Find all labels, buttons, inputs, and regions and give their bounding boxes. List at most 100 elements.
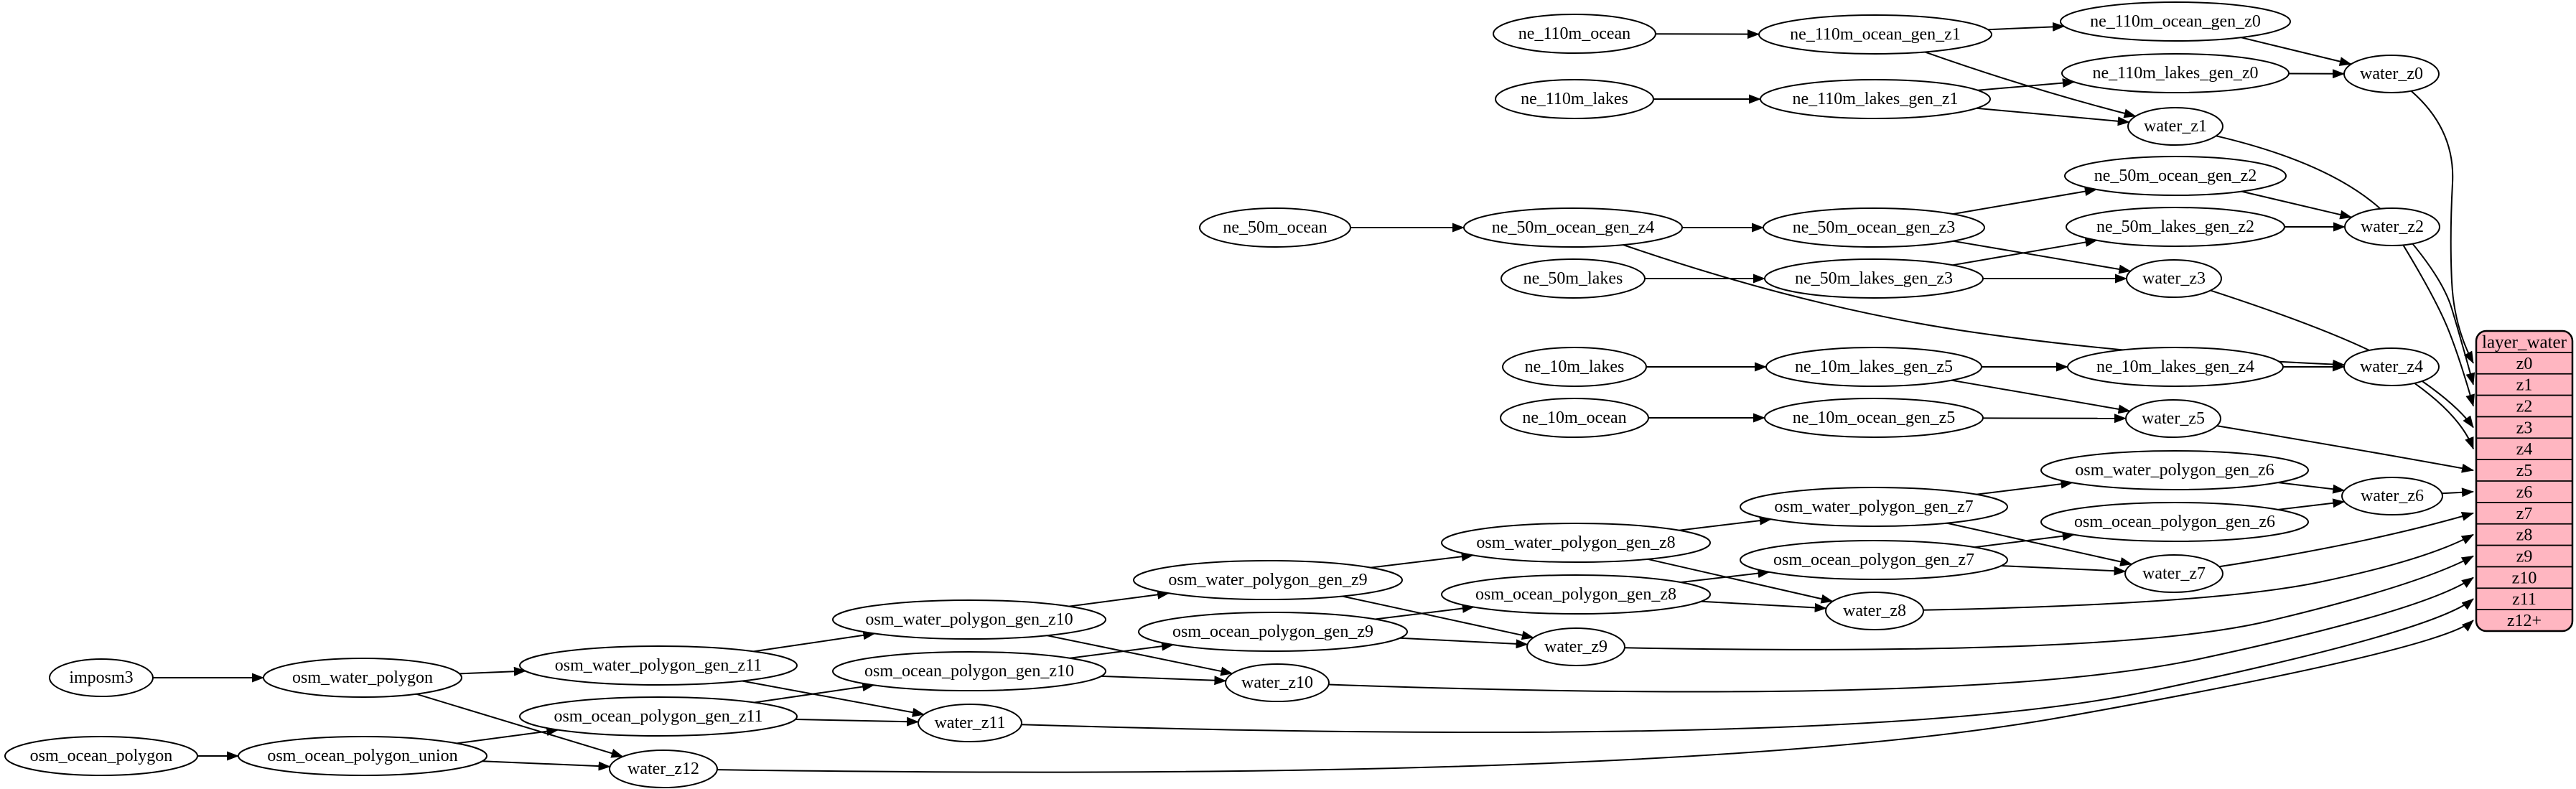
table-row-label-z1: z1	[2516, 376, 2533, 395]
node-ellipse-osm_ocean_polygon_gen_z10	[832, 651, 1106, 691]
node-label-ne_10m_ocean_gen_z5: ne_10m_ocean_gen_z5	[1793, 408, 1956, 427]
edge-osm_water_polygon_gen_z11-to-water_z11	[742, 680, 925, 717]
edge-water_z12-to-layer_water-z12+	[717, 620, 2474, 773]
nodes-layer: ne_110m_ocean ne_110m_ocean_gen_z1 ne_110m…	[4, 1, 2443, 788]
node-ellipse-water_z3	[2126, 259, 2222, 298]
edge-osm_water_polygon_gen_z10-to-osm_water_polygon_gen_z9	[1068, 589, 1170, 607]
node-ellipse-osm_water_polygon_gen_z6	[2040, 450, 2309, 490]
node-label-osm_water_polygon_gen_z7: osm_water_polygon_gen_z7	[1774, 498, 1973, 516]
node-label-water_z10: water_z10	[1241, 673, 1313, 692]
edge-ne_50m_ocean_gen_z2-to-water_z2	[2241, 190, 2353, 220]
table-row-z8: z8	[2476, 523, 2572, 545]
table-row-label-z5: z5	[2516, 462, 2533, 480]
node-ne_110m_ocean: ne_110m_ocean	[1493, 14, 1656, 54]
node-label-ne_110m_ocean_gen_z1: ne_110m_ocean_gen_z1	[1790, 25, 1961, 44]
node-water_z6: water_z6	[2341, 477, 2443, 515]
node-ellipse-water_z11	[918, 704, 1022, 742]
edge-water_z8-to-layer_water-z8	[1923, 533, 2474, 611]
edge-osm_water_polygon-to-water_z12	[416, 693, 624, 758]
table-row-z6: z6	[2476, 480, 2572, 502]
node-label-osm_water_polygon_gen_z6: osm_water_polygon_gen_z6	[2075, 461, 2274, 480]
node-osm_water_polygon_gen_z9: osm_water_polygon_gen_z9	[1133, 560, 1403, 600]
edge-water_z1-to-layer_water-z1	[2216, 135, 2475, 386]
node-ellipse-osm_water_polygon_gen_z9	[1133, 560, 1403, 600]
table-row-label-z11: z11	[2512, 590, 2537, 609]
table-row-z4: z4	[2476, 437, 2572, 459]
table-row-z11: z11	[2476, 587, 2572, 609]
node-label-ne_10m_lakes: ne_10m_lakes	[1525, 358, 1625, 376]
node-label-water_z5: water_z5	[2142, 409, 2205, 428]
node-label-ne_50m_ocean_gen_z4: ne_50m_ocean_gen_z4	[1492, 218, 1655, 237]
node-ne_10m_ocean_gen_z5: ne_10m_ocean_gen_z5	[1764, 398, 1984, 438]
node-osm_ocean_polygon_gen_z9: osm_ocean_polygon_gen_z9	[1138, 612, 1408, 652]
node-label-ne_110m_lakes: ne_110m_lakes	[1521, 90, 1628, 108]
node-ellipse-osm_water_polygon_gen_z10	[832, 599, 1106, 640]
edge-osm_water_polygon_gen_z8-to-water_z8	[1647, 558, 1834, 604]
node-label-osm_ocean_polygon: osm_ocean_polygon	[30, 747, 173, 765]
node-osm_water_polygon_gen_z11: osm_water_polygon_gen_z11	[519, 645, 798, 686]
node-ellipse-water_z8	[1825, 592, 1924, 630]
edge-water_z11-to-layer_water-z11	[1021, 598, 2474, 734]
node-label-water_z7: water_z7	[2142, 564, 2206, 583]
node-ellipse-osm_ocean_polygon	[4, 736, 198, 776]
node-label-ne_10m_lakes_gen_z4: ne_10m_lakes_gen_z4	[2096, 358, 2254, 376]
node-label-ne_10m_ocean: ne_10m_ocean	[1522, 408, 1626, 427]
node-ne_110m_ocean_gen_z1: ne_110m_ocean_gen_z1	[1758, 14, 1992, 55]
table-row-z10: z10	[2476, 566, 2572, 587]
node-label-ne_50m_lakes: ne_50m_lakes	[1523, 269, 1623, 288]
node-ellipse-osm_ocean_polygon_gen_z7	[1740, 540, 2008, 580]
edge-ne_110m_lakes_gen_z1-to-ne_110m_lakes_gen_z0	[1977, 78, 2075, 91]
node-ellipse-ne_50m_ocean_gen_z3	[1763, 207, 1985, 248]
node-ne_50m_lakes: ne_50m_lakes	[1501, 258, 1646, 299]
table-row-label-z2: z2	[2516, 398, 2533, 416]
edge-water_z4-to-layer_water-z4	[2414, 382, 2474, 450]
node-ellipse-ne_10m_ocean	[1500, 398, 1649, 438]
node-ellipse-imposm3	[49, 658, 154, 697]
node-label-ne_50m_ocean_gen_z3: ne_50m_ocean_gen_z3	[1793, 218, 1956, 237]
node-water_z11: water_z11	[918, 704, 1022, 742]
node-ne_110m_lakes_gen_z0: ne_110m_lakes_gen_z0	[2061, 53, 2290, 93]
edge-osm_ocean_polygon_gen_z7-to-water_z7	[2001, 565, 2127, 576]
node-ne_110m_ocean_gen_z0: ne_110m_ocean_gen_z0	[2060, 1, 2291, 42]
node-ellipse-ne_10m_ocean_gen_z5	[1764, 398, 1984, 438]
node-ellipse-water_z0	[2343, 55, 2440, 93]
node-label-water_z12: water_z12	[627, 760, 699, 778]
node-ne_10m_lakes_gen_z4: ne_10m_lakes_gen_z4	[2067, 347, 2284, 387]
node-label-ne_10m_lakes_gen_z5: ne_10m_lakes_gen_z5	[1795, 358, 1953, 376]
edge-osm_ocean_polygon_union-to-osm_ocean_polygon_gen_z11	[457, 727, 559, 744]
edge-osm_water_polygon_gen_z7-to-osm_water_polygon_gen_z6	[1976, 479, 2073, 495]
node-ellipse-ne_110m_lakes	[1495, 79, 1654, 119]
node-ellipse-water_z9	[1526, 627, 1625, 666]
edge-osm_ocean_polygon_gen_z10-to-osm_ocean_polygon_gen_z9	[1070, 641, 1174, 659]
node-ellipse-ne_10m_lakes_gen_z4	[2067, 347, 2284, 387]
node-label-osm_ocean_polygon_gen_z11: osm_ocean_polygon_gen_z11	[554, 707, 762, 726]
edge-osm_water_polygon-to-osm_water_polygon_gen_z11	[459, 666, 526, 676]
node-ne_110m_lakes: ne_110m_lakes	[1495, 79, 1654, 119]
node-ellipse-osm_water_polygon_gen_z7	[1740, 487, 2008, 527]
table-row-z0: z0	[2476, 351, 2572, 373]
node-osm_water_polygon_gen_z8: osm_water_polygon_gen_z8	[1441, 523, 1711, 563]
edge-osm_water_polygon_gen_z6-to-water_z6	[2277, 482, 2346, 494]
node-label-osm_water_polygon_gen_z11: osm_water_polygon_gen_z11	[555, 656, 762, 675]
node-label-osm_ocean_polygon_gen_z7: osm_ocean_polygon_gen_z7	[1773, 551, 1974, 569]
edge-ne_110m_lakes_gen_z1-to-water_z1	[1976, 107, 2130, 126]
node-label-water_z3: water_z3	[2142, 269, 2206, 288]
edge-osm_water_polygon_gen_z9-to-water_z9	[1342, 595, 1534, 640]
node-osm_water_polygon_gen_z6: osm_water_polygon_gen_z6	[2040, 450, 2309, 490]
node-ellipse-osm_ocean_polygon_gen_z8	[1441, 574, 1711, 615]
edge-osm_water_polygon_gen_z7-to-water_z7	[1946, 522, 2133, 566]
table-row-z2: z2	[2476, 394, 2572, 416]
node-ellipse-ne_50m_ocean_gen_z4	[1463, 207, 1683, 248]
edge-water_z6-to-layer_water-z6	[2442, 487, 2474, 498]
node-label-ne_110m_lakes_gen_z1: ne_110m_lakes_gen_z1	[1792, 90, 1958, 108]
node-water_z9: water_z9	[1526, 627, 1625, 666]
table-row-z12+: z12+	[2476, 609, 2572, 630]
node-water_z1: water_z1	[2127, 107, 2223, 146]
node-ellipse-water_z4	[2343, 347, 2440, 386]
node-label-osm_water_polygon_gen_z9: osm_water_polygon_gen_z9	[1168, 571, 1367, 589]
table-row-label-z7: z7	[2516, 505, 2533, 523]
edge-ne_50m_ocean_gen_z3-to-ne_50m_ocean_gen_z2	[1952, 187, 2097, 215]
node-water_z7: water_z7	[2124, 554, 2223, 593]
